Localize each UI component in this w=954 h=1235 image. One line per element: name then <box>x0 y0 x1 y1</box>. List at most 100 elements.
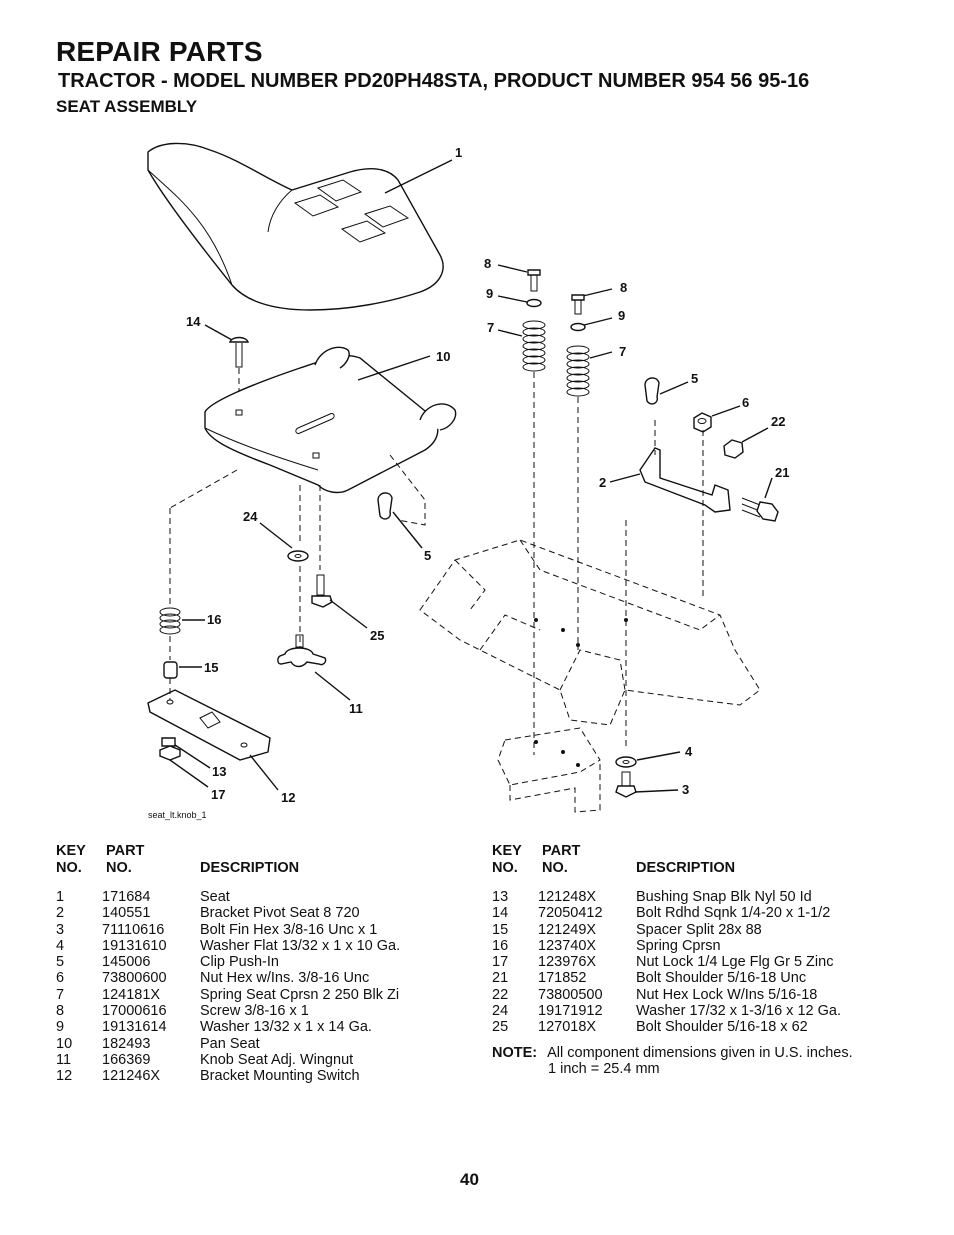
callout-14: 14 <box>186 314 201 329</box>
header-key-no: NO. <box>492 860 518 876</box>
description: Knob Seat Adj. Wingnut <box>200 1051 354 1068</box>
seat-assembly-diagram: 1 8 9 7 8 9 7 14 10 5 6 22 2 21 24 5 16 … <box>147 142 789 820</box>
key-no: 1 <box>56 889 65 905</box>
pan-seat <box>204 346 457 494</box>
note: NOTE: All component dimensions given in … <box>492 1045 853 1078</box>
knob-11 <box>277 634 351 701</box>
part-no: 73800600 <box>102 970 167 987</box>
description: Spring Cprsn <box>636 937 721 954</box>
part-no: 171852 <box>538 970 587 987</box>
note-line-2: 1 inch = 25.4 mm <box>548 1061 660 1078</box>
key-no: 9 <box>56 1019 65 1036</box>
description: Bolt Shoulder 5/16-18 Unc <box>636 970 807 987</box>
table-header: KEY NO. PART NO. DESCRIPTION <box>56 843 476 877</box>
description: Nut Hex w/Ins. 3/8-16 Unc <box>200 970 370 987</box>
header-part: PART <box>542 843 581 859</box>
description: Bushing Snap Blk Nyl 50 Id <box>636 889 812 905</box>
key-no: 10 <box>56 1035 73 1052</box>
key-no: 6 <box>56 970 65 987</box>
callout-13: 13 <box>212 764 226 779</box>
part-no: 19131610 <box>102 937 167 954</box>
part-no: 121246X <box>102 1068 161 1085</box>
callout-12: 12 <box>281 790 295 805</box>
header-description: DESCRIPTION <box>200 860 300 876</box>
header-key-no: NO. <box>56 860 82 876</box>
page-title: REPAIR PARTS <box>56 36 263 67</box>
key-no: 8 <box>56 1003 65 1020</box>
callout-5b: 5 <box>424 548 431 563</box>
description: Bolt Shoulder 5/16-18 x 62 <box>636 1019 808 1036</box>
callout-7a: 7 <box>487 320 494 335</box>
part-no: 73800500 <box>538 986 603 1003</box>
seat-part <box>147 142 453 311</box>
left-spring-stack <box>497 264 546 755</box>
callout-24: 24 <box>243 509 258 524</box>
key-no: 7 <box>56 986 65 1003</box>
part-no: 19171912 <box>538 1003 603 1020</box>
key-no: 13 <box>492 889 509 905</box>
right-spring-stack <box>566 288 613 650</box>
callout-1: 1 <box>455 145 462 160</box>
part-no: 124181X <box>102 986 161 1003</box>
page-number: 40 <box>460 1170 479 1189</box>
callout-17: 17 <box>211 787 225 802</box>
header-part-no: NO. <box>542 860 568 876</box>
table-row: 8 17000616 Screw 3/8-16 x 1 <box>56 1003 476 1019</box>
nut-6 <box>693 405 741 433</box>
description: Washer 13/32 x 1 x 14 Ga. <box>200 1019 372 1036</box>
key-no: 25 <box>492 1019 509 1036</box>
header-part: PART <box>106 843 145 859</box>
part-no: 121248X <box>538 889 597 905</box>
diagram-caption: seat_lt.knob_1 <box>148 810 207 820</box>
description: Washer 17/32 x 1-3/16 x 12 Ga. <box>636 1003 841 1020</box>
table-row: 13 121248X Bushing Snap Blk Nyl 50 Id <box>492 889 912 905</box>
header-key: KEY <box>492 843 522 859</box>
key-no: 5 <box>56 954 65 971</box>
washer-24 <box>259 522 309 562</box>
bushing-13 <box>161 737 211 769</box>
clip-5-upper <box>644 377 689 405</box>
clip-5-lower <box>377 492 423 549</box>
bracket-pivot-2 <box>609 447 731 513</box>
callout-9a: 9 <box>486 286 493 301</box>
part-no: 17000616 <box>102 1003 167 1020</box>
callout-9b: 9 <box>618 308 625 323</box>
description: Bolt Fin Hex 3/8-16 Unc x 1 <box>200 921 378 938</box>
key-no: 22 <box>492 986 509 1003</box>
description: Clip Push-In <box>200 954 279 971</box>
callout-3: 3 <box>682 782 689 797</box>
key-no: 24 <box>492 1003 509 1020</box>
bolt-25 <box>311 574 368 629</box>
table-row: 11 166369 Knob Seat Adj. Wingnut <box>56 1052 476 1068</box>
description: Screw 3/8-16 x 1 <box>200 1003 309 1020</box>
description: Nut Hex Lock W/Ins 5/16-18 <box>636 986 818 1003</box>
table-row: 22 73800500 Nut Hex Lock W/Ins 5/16-18 <box>492 987 912 1003</box>
section-title: SEAT ASSEMBLY <box>56 97 198 116</box>
key-no: 15 <box>492 921 509 938</box>
key-no: 14 <box>492 905 509 922</box>
description: Seat <box>200 889 230 905</box>
callout-11: 11 <box>349 701 363 716</box>
header-description: DESCRIPTION <box>636 860 736 876</box>
callout-10: 10 <box>436 349 450 364</box>
nut-22 <box>723 427 769 459</box>
key-no: 11 <box>56 1051 72 1068</box>
callout-21: 21 <box>775 465 789 480</box>
header-key: KEY <box>56 843 86 859</box>
parts-table-right: KEY NO. PART NO. DESCRIPTION 13 121248X Bu… <box>492 843 912 1036</box>
callout-6: 6 <box>742 395 749 410</box>
part-no: 166369 <box>102 1051 151 1068</box>
